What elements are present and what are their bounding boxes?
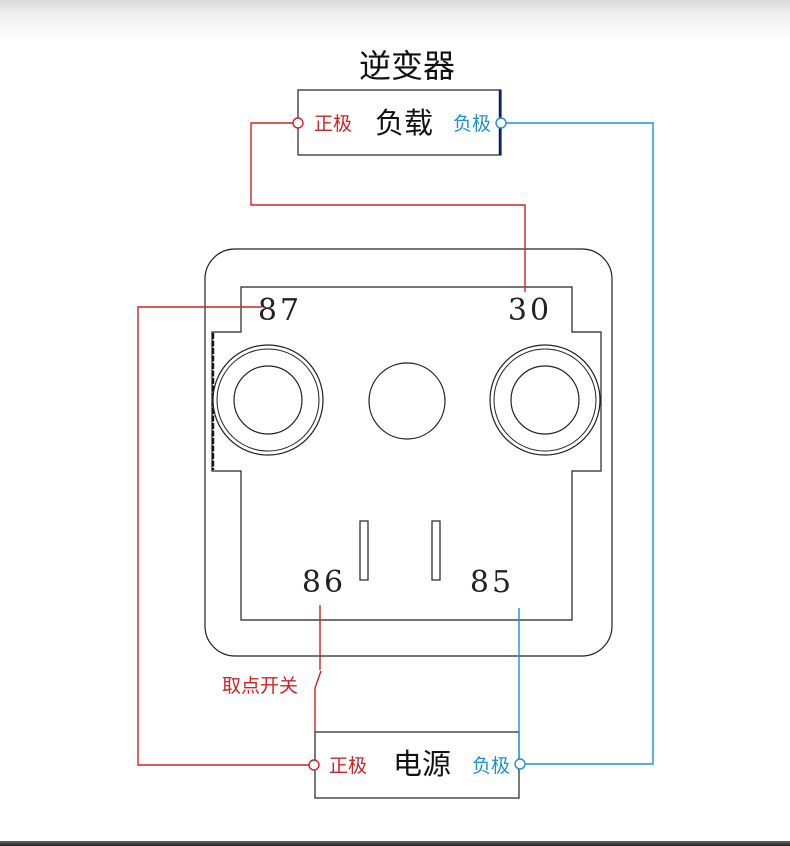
center-hole bbox=[368, 362, 446, 440]
load-positive-terminal bbox=[292, 117, 304, 129]
top-shadow bbox=[0, 0, 790, 40]
inverter-title: 逆变器 bbox=[359, 47, 455, 85]
right-mount-inner bbox=[510, 365, 580, 435]
switch-blade bbox=[314, 670, 322, 689]
load-negative-terminal bbox=[495, 117, 507, 129]
bottom-border bbox=[0, 841, 790, 846]
pin-30-label: 30 bbox=[508, 293, 552, 328]
wire-load-negative-to-power-negative bbox=[501, 122, 654, 765]
pin-slot-right bbox=[431, 520, 441, 581]
power-box bbox=[314, 731, 520, 799]
load-positive-label: 正极 bbox=[314, 113, 352, 135]
pin-85-label: 85 bbox=[470, 565, 514, 600]
power-negative-label: 负极 bbox=[472, 755, 510, 777]
pin-86-label: 86 bbox=[302, 565, 346, 600]
pin-87-label: 87 bbox=[258, 293, 302, 328]
right-mount-ring bbox=[493, 348, 597, 452]
power-negative-terminal bbox=[514, 758, 526, 770]
load-negative-label: 负极 bbox=[453, 113, 491, 135]
power-box-label: 电源 bbox=[393, 747, 451, 781]
wire-pin-87-to-power-positive bbox=[137, 306, 314, 766]
load-box bbox=[297, 89, 502, 156]
power-positive-label: 正极 bbox=[329, 755, 367, 777]
power-positive-terminal bbox=[308, 759, 320, 771]
load-box-label: 负载 bbox=[375, 106, 433, 140]
pin-slot-left bbox=[359, 520, 369, 581]
left-mount-inner bbox=[233, 365, 303, 435]
switch-label: 取点开关 bbox=[222, 675, 298, 697]
left-mount-ring bbox=[216, 348, 320, 452]
wire-load-positive-to-pin-30 bbox=[250, 122, 526, 292]
